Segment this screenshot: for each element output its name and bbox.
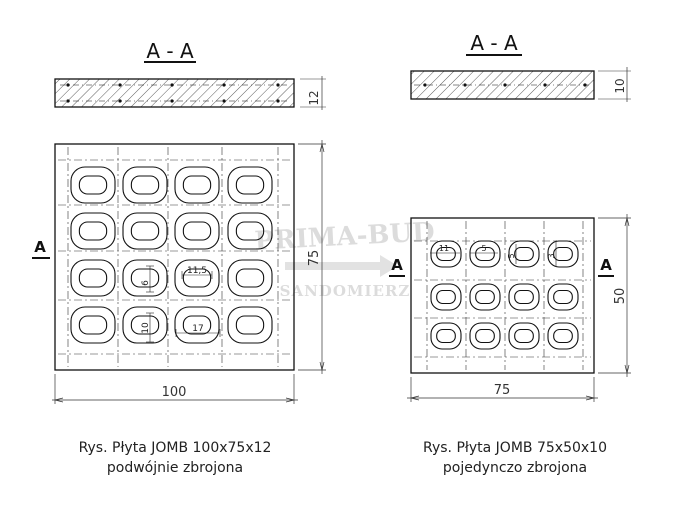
left-cell-1-2 bbox=[174, 212, 220, 250]
right-caption: Rys. Płyta JOMB 75x50x10 pojedynczo zbro… bbox=[385, 438, 645, 478]
right-height-dimension bbox=[598, 214, 631, 377]
left-cell-3-1 bbox=[122, 306, 168, 344]
right-cell-dim-4: 3 bbox=[547, 253, 556, 258]
right-cell-dim-1: 11 bbox=[439, 244, 449, 253]
left-cell-3-3-inner bbox=[235, 315, 265, 335]
right-cell-1-2-inner bbox=[514, 289, 534, 305]
left-cell-1-0-inner bbox=[78, 221, 108, 241]
right-height-label: 50 bbox=[613, 288, 628, 305]
left-cell-0-2 bbox=[174, 166, 220, 204]
left-cell-1-3-inner bbox=[235, 221, 265, 241]
right-cell-1-2 bbox=[508, 283, 540, 311]
right-cell-2-2 bbox=[508, 322, 540, 350]
left-cell-0-1-inner bbox=[130, 175, 160, 195]
right-cell-1-0-inner bbox=[436, 289, 456, 305]
right-cell-0-2 bbox=[508, 240, 540, 268]
right-section-view: 10 bbox=[410, 67, 631, 102]
watermark-arrow bbox=[285, 255, 398, 277]
left-section-thickness: 12 bbox=[307, 90, 321, 105]
left-cell-1-0 bbox=[70, 212, 116, 250]
right-cell-1-0 bbox=[430, 283, 462, 311]
left-cut-marker: A bbox=[34, 238, 46, 256]
right-section-thickness: 10 bbox=[613, 78, 627, 93]
left-cell-3-3 bbox=[227, 306, 273, 344]
left-cell-2-0-inner bbox=[78, 268, 108, 288]
left-width-dimension bbox=[52, 374, 298, 404]
right-caption-line1: Rys. Płyta JOMB 75x50x10 bbox=[423, 440, 607, 456]
left-cell-0-0-inner bbox=[78, 175, 108, 195]
right-cut-marker-right: A bbox=[600, 256, 612, 274]
right-cell-1-3-inner bbox=[553, 289, 573, 305]
right-cell-1-1-inner bbox=[475, 289, 495, 305]
watermark: PRIMA-BUD SANDOMIERZ bbox=[254, 217, 436, 300]
right-plate-drawing: A - A 10 bbox=[389, 31, 631, 402]
right-section-label: A - A bbox=[470, 31, 518, 55]
left-cell-2-1 bbox=[122, 259, 168, 297]
left-cell-0-1 bbox=[122, 166, 168, 204]
left-cell-0-3 bbox=[227, 166, 273, 204]
left-cell-1-1-inner bbox=[130, 221, 160, 241]
left-cell-0-3-inner bbox=[235, 175, 265, 195]
right-cell-2-2-inner bbox=[514, 328, 534, 344]
watermark-line1: PRIMA-BUD bbox=[254, 217, 436, 256]
left-cell-2-3-inner bbox=[235, 268, 265, 288]
right-cell-2-3 bbox=[547, 322, 579, 350]
left-caption-line2: podwójnie zbrojona bbox=[106, 460, 244, 476]
right-cell-2-0-inner bbox=[436, 328, 456, 344]
right-cell-1-3 bbox=[547, 283, 579, 311]
left-plan-view: 6 11,5 10 17 bbox=[54, 143, 295, 371]
right-cell-2-1 bbox=[469, 322, 501, 350]
left-cell-3-1-inner bbox=[130, 315, 160, 335]
left-cell-0-2-inner bbox=[182, 175, 212, 195]
left-section-label: A - A bbox=[146, 39, 194, 63]
left-cell-1-2-inner bbox=[182, 221, 212, 241]
left-cell-3-0 bbox=[70, 306, 116, 344]
left-height-dimension bbox=[298, 140, 326, 374]
right-cell-0-3 bbox=[547, 240, 579, 268]
left-cell-grid bbox=[70, 166, 273, 344]
left-cell-width-a: 11,5 bbox=[187, 266, 207, 276]
right-cell-2-3-inner bbox=[553, 328, 573, 344]
left-plate-drawing: A - A 12 bbox=[32, 39, 326, 404]
left-cell-0-0 bbox=[70, 166, 116, 204]
left-cell-3-0-inner bbox=[78, 315, 108, 335]
right-cell-grid bbox=[430, 240, 579, 350]
left-cell-2-2 bbox=[174, 259, 220, 297]
right-cell-0-2-inner bbox=[514, 246, 534, 262]
right-cell-2-0 bbox=[430, 322, 462, 350]
left-caption-line1: Rys. Płyta JOMB 100x75x12 bbox=[78, 440, 272, 456]
right-cell-0-1 bbox=[469, 240, 501, 268]
left-cell-height-b: 10 bbox=[141, 322, 151, 334]
left-width-label: 100 bbox=[162, 385, 187, 400]
right-cell-0-0-inner bbox=[436, 246, 456, 262]
left-caption: Rys. Płyta JOMB 100x75x12 podwójnie zbro… bbox=[40, 438, 310, 478]
left-height-label: 75 bbox=[307, 250, 322, 267]
left-cell-2-1-inner bbox=[130, 268, 160, 288]
left-cell-1-3 bbox=[227, 212, 273, 250]
right-cell-0-3-inner bbox=[553, 246, 573, 262]
right-cell-2-1-inner bbox=[475, 328, 495, 344]
left-cell-3-2-inner bbox=[182, 315, 212, 335]
left-section-view: 12 bbox=[54, 76, 326, 110]
right-plan-view: 11 5 5 3 bbox=[410, 217, 595, 374]
right-cut-marker-left: A bbox=[391, 256, 403, 274]
watermark-line2: SANDOMIERZ bbox=[280, 282, 411, 300]
right-cell-0-0 bbox=[430, 240, 462, 268]
right-cell-1-1 bbox=[469, 283, 501, 311]
right-width-label: 75 bbox=[494, 383, 511, 398]
right-width-dimension bbox=[407, 377, 598, 402]
right-cell-dim-2: 5 bbox=[481, 244, 486, 253]
left-cell-1-1 bbox=[122, 212, 168, 250]
left-cell-2-2-inner bbox=[182, 268, 212, 288]
left-cell-2-0 bbox=[70, 259, 116, 297]
left-cell-height-a: 6 bbox=[141, 280, 151, 286]
right-caption-line2: pojedynczo zbrojona bbox=[442, 460, 588, 476]
right-cell-dim-3: 5 bbox=[507, 253, 516, 258]
left-cell-3-2 bbox=[174, 306, 220, 344]
right-cell-0-1-inner bbox=[475, 246, 495, 262]
left-cell-width-b: 17 bbox=[192, 324, 203, 334]
left-cell-2-3 bbox=[227, 259, 273, 297]
